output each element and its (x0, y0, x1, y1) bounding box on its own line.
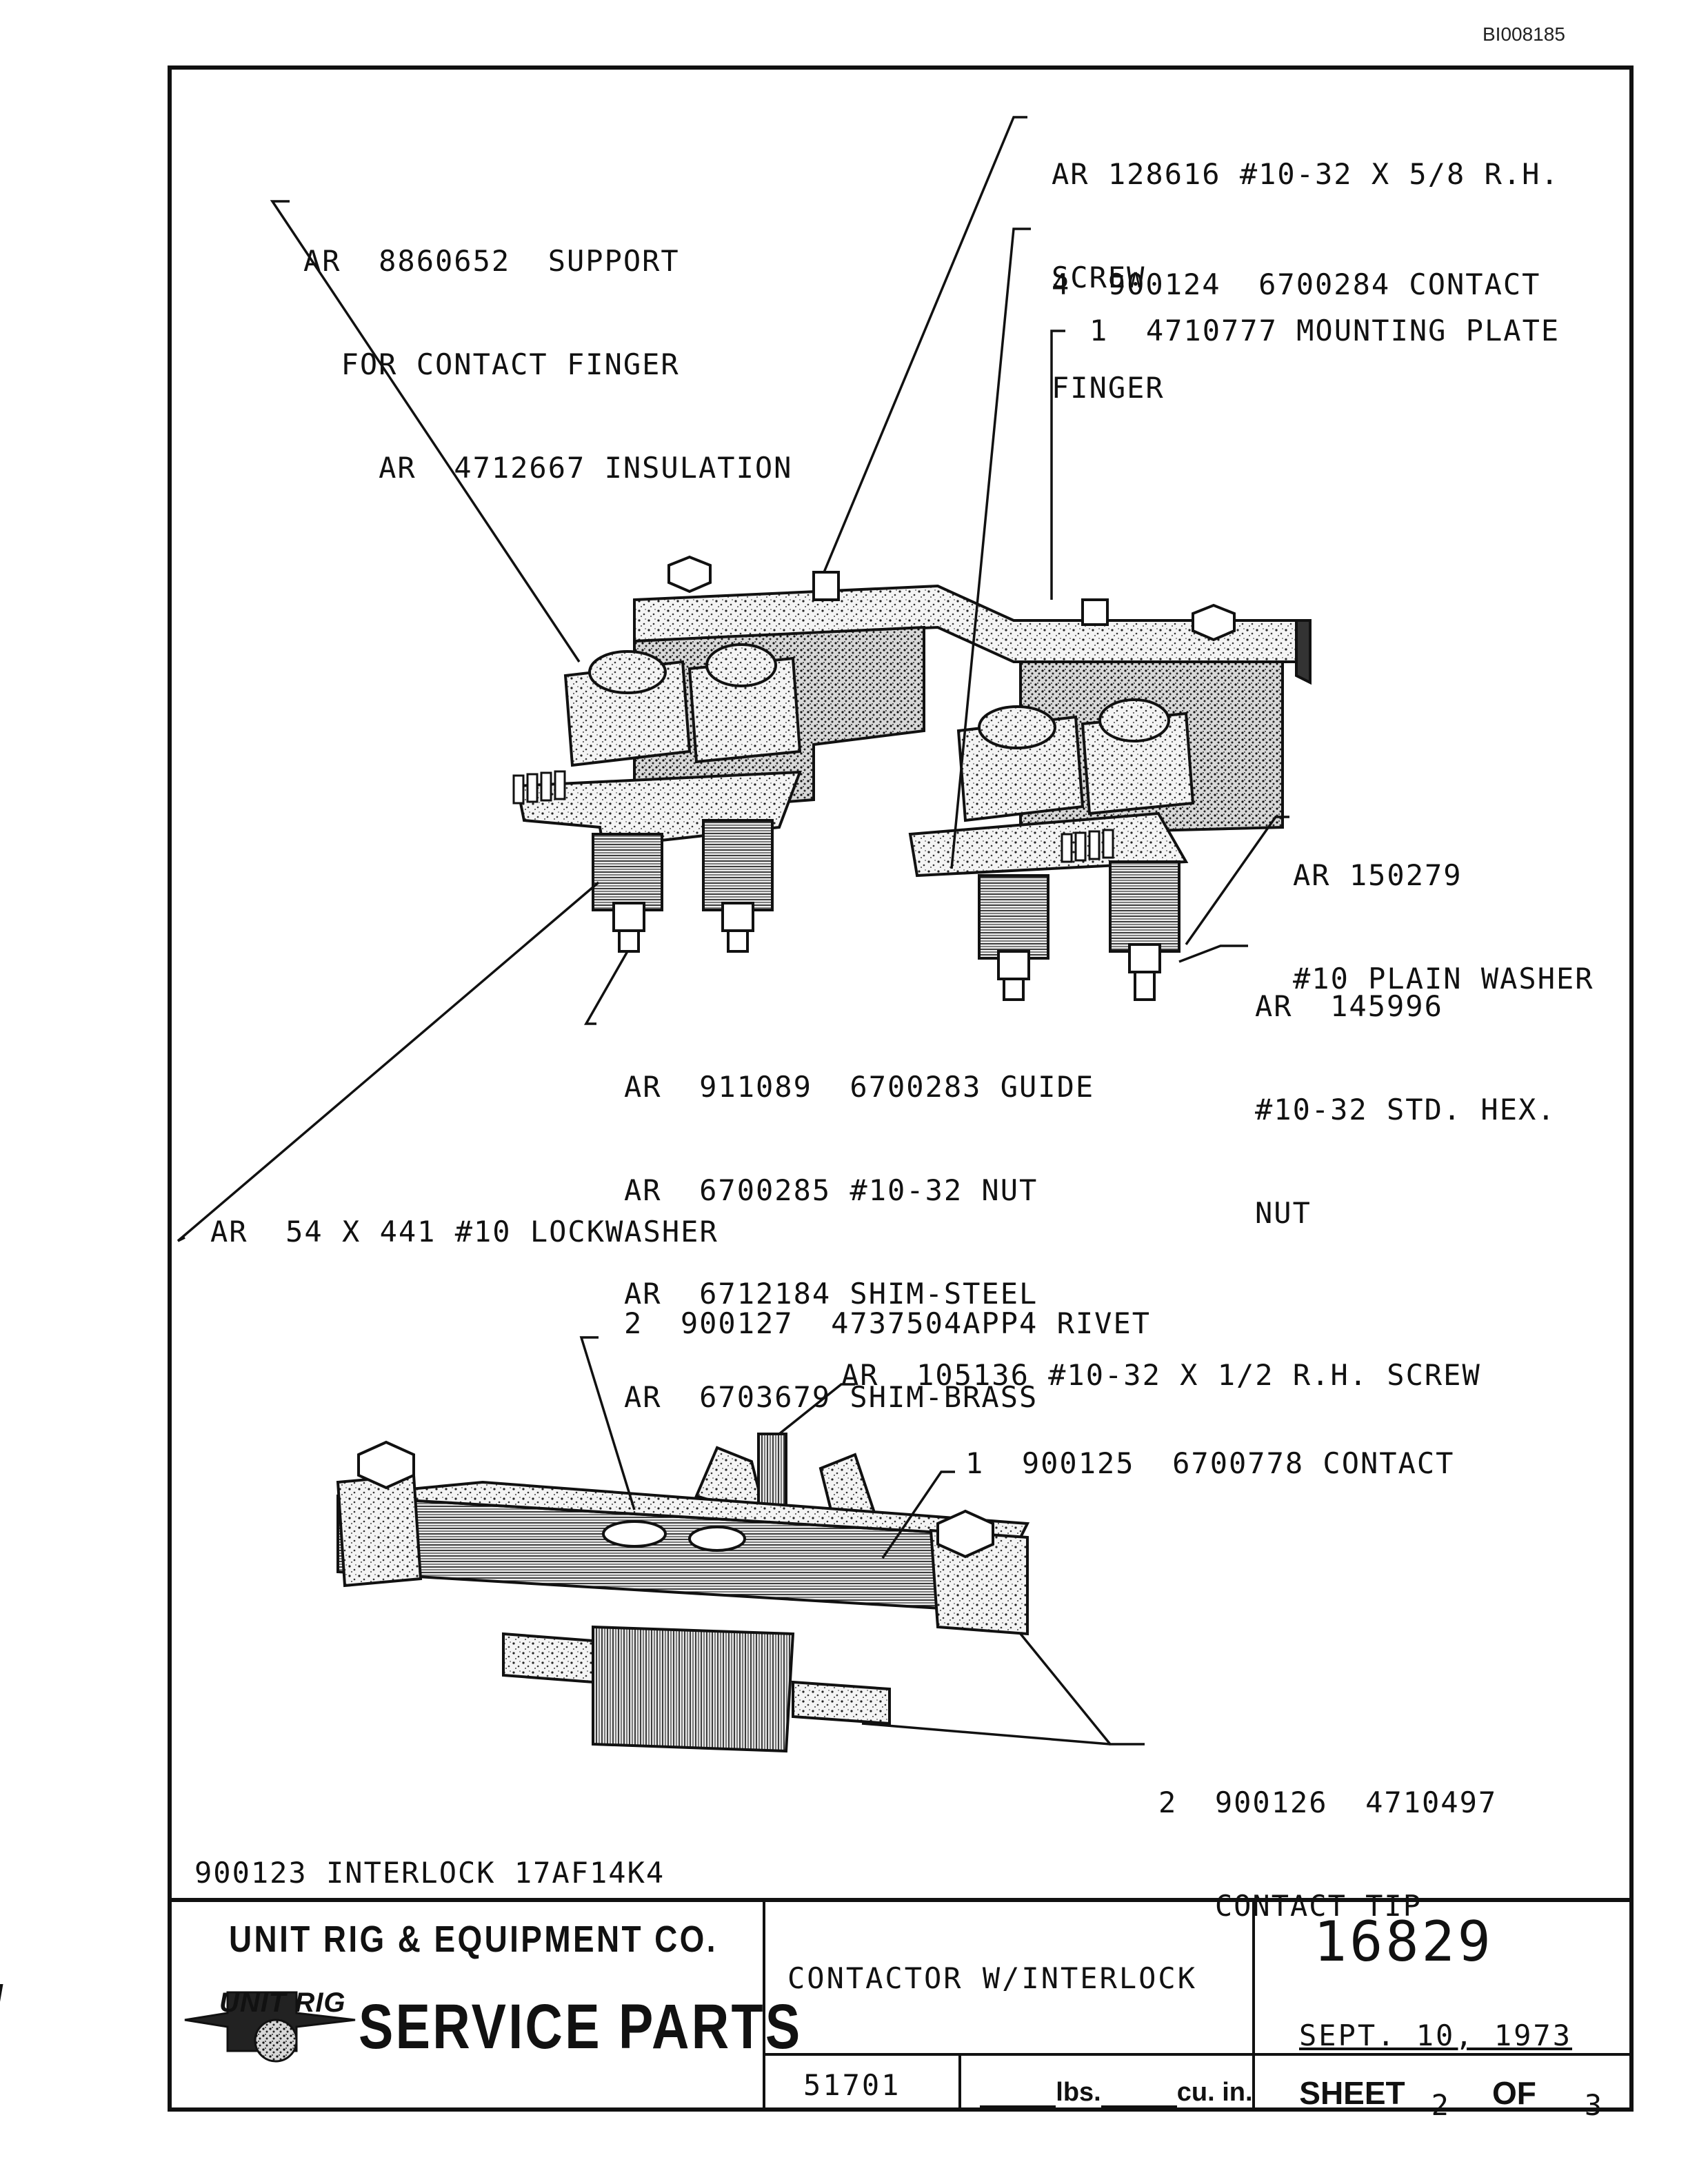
weight-volume-field: lbs. cu. in. (967, 2065, 1253, 2107)
logo-text: UNIT RIG (219, 1988, 346, 2018)
interlock-assembly (336, 1433, 1030, 1753)
callout-hex-nut: AR 145996 #10-32 STD. HEX. NUT (1255, 989, 1556, 1230)
sheet-number: 2 (1431, 2088, 1451, 2122)
part-number: 16829 (1314, 1910, 1494, 1974)
drawing-code: 51701 (803, 2068, 901, 2102)
callout-contact-tip: 2 900126 4710497 CONTACT TIP (1158, 1786, 1498, 1923)
sheet-label: SHEET (1299, 2075, 1405, 2111)
cu-in-label: cu. in. (1176, 2078, 1253, 2107)
company-name: UNIT RIG & EQUIPMENT CO. (229, 1919, 718, 1960)
callout-lockwasher: AR 54 X 441 #10 LOCKWASHER (210, 1215, 719, 1248)
callout-contact: 1 900125 6700778 CONTACT (965, 1446, 1455, 1480)
callout-plain-washer: AR 150279 #10 PLAIN WASHER (1293, 858, 1594, 995)
part-description: CONTACTOR W/INTERLOCK (787, 1961, 1198, 1995)
drawing-date: SEPT. 10, 1973 (1299, 2019, 1573, 2052)
callout-screw-top: AR 128616 #10-32 X 5/8 R.H. SCREW (1052, 157, 1560, 294)
callout-mounting-plate: 1 4710777 MOUNTING PLATE (1089, 314, 1560, 347)
of-label: OF (1491, 2075, 1536, 2111)
callout-rivet: 2 900127 4737504APP4 RIVET (624, 1306, 1152, 1340)
leader-lines (177, 116, 1289, 1746)
unit-rig-logo (0, 1984, 356, 2063)
document-id: BI008185 (1483, 23, 1565, 45)
callout-support: AR 8860652 SUPPORT FOR CONTACT FINGER AR… (303, 244, 793, 485)
assembly-label: 900123 INTERLOCK 17AF14K4 (194, 1856, 665, 1890)
sheet-field: SHEET 2 OF 3 (1286, 2061, 1604, 2122)
callout-screw-half: AR 105136 #10-32 X 1/2 R.H. SCREW (841, 1358, 1481, 1392)
callout-guide-group: AR 911089 6700283 GUIDE AR 6700285 #10-3… (624, 1070, 1095, 1414)
callout-contact-finger: 4 900124 6700284 CONTACT FINGER (1052, 267, 1541, 405)
lbs-label: lbs. (1056, 2078, 1101, 2107)
sheet-total: 3 (1584, 2088, 1605, 2122)
contactor-assembly (512, 555, 1312, 1001)
drawing-frame (168, 65, 1634, 2112)
service-parts-title: SERVICE PARTS (359, 1992, 803, 2062)
